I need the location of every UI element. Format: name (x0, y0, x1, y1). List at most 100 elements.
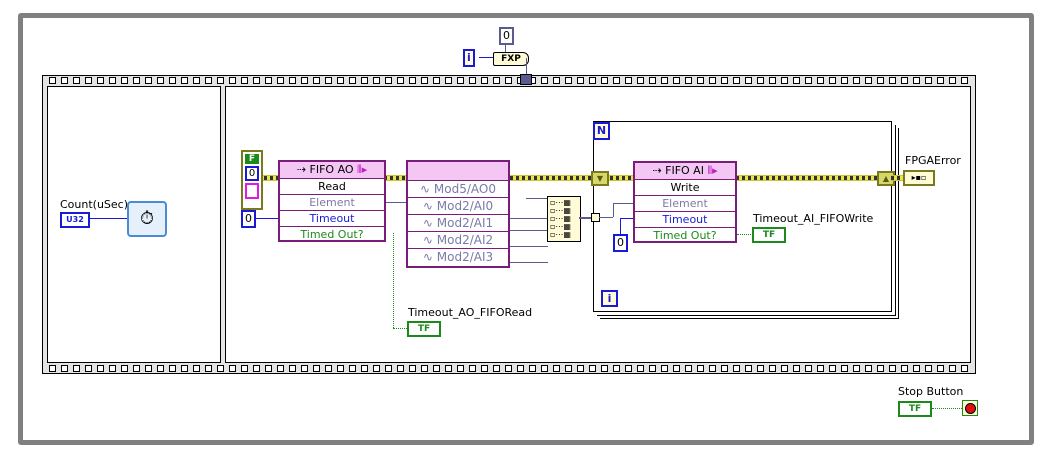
timeout-ao-indicator[interactable]: TF (407, 321, 441, 337)
error-cluster-constant[interactable]: F 0 (241, 150, 263, 210)
count-terminal[interactable]: N (593, 122, 610, 140)
film-hole (661, 365, 668, 372)
film-hole (169, 365, 176, 372)
shift-register-left[interactable]: ▼ (591, 171, 609, 186)
film-hole (673, 365, 680, 372)
while-loop-frame[interactable] (18, 13, 1034, 445)
fifo-ao-method[interactable]: Read (280, 179, 384, 195)
film-hole (397, 365, 404, 372)
film-hole (649, 365, 656, 372)
film-hole (841, 77, 848, 84)
film-hole (697, 365, 704, 372)
iteration-terminal[interactable]: i (463, 49, 475, 67)
wire (526, 198, 548, 199)
timeout-ao-constant[interactable]: 0 (241, 210, 256, 228)
film-hole (457, 365, 464, 372)
film-hole (745, 365, 752, 372)
film-hole (301, 365, 308, 372)
film-hole (433, 365, 440, 372)
film-hole (481, 77, 488, 84)
film-hole (697, 77, 704, 84)
film-hole (421, 77, 428, 84)
film-hole (229, 77, 236, 84)
fifo-ai-header: ⇢ FIFO AI ⫴▸ (635, 163, 735, 180)
film-hole (289, 365, 296, 372)
film-hole (373, 77, 380, 84)
film-hole (409, 77, 416, 84)
film-hole (481, 365, 488, 372)
film-hole (721, 365, 728, 372)
fifo-ai-timed-out[interactable]: Timed Out? (653, 229, 717, 242)
wire (393, 233, 395, 328)
fxp-convert-node[interactable]: FXP (493, 52, 529, 66)
film-hole (913, 365, 920, 372)
stop-button-control[interactable]: TF (898, 401, 932, 417)
error-wire (598, 175, 890, 181)
film-hole (913, 77, 920, 84)
film-hole (61, 77, 68, 84)
film-hole (493, 77, 500, 84)
count-indicator[interactable]: U32 (60, 212, 90, 228)
timeout-ao-label: Timeout_AO_FIFORead (408, 306, 533, 319)
fifo-ai-element[interactable]: Element (635, 196, 735, 212)
film-hole (265, 77, 272, 84)
build-array-node[interactable]: ▫⋯▦▫⋯▦▫⋯▦▫⋯▦▫⋯▦ (547, 196, 581, 242)
film-hole (253, 365, 260, 372)
wire (599, 217, 613, 218)
film-hole (925, 77, 932, 84)
tick-count-icon[interactable]: ⏱ (127, 201, 167, 237)
wire (579, 217, 593, 219)
fifo-ai-timeout[interactable]: Timeout (635, 212, 735, 228)
film-hole (805, 365, 812, 372)
io-node[interactable]: ∿ Mod5/AO0 ∿ Mod2/AI0 ∿ Mod2/AI1 ∿ Mod2/… (406, 160, 510, 268)
io-channel[interactable]: ∿ Mod2/AI0 (408, 198, 508, 215)
io-channel[interactable]: ∿ Mod2/AI2 (408, 232, 508, 249)
film-hole (853, 77, 860, 84)
film-hole (889, 365, 896, 372)
iteration-terminal[interactable]: i (601, 290, 618, 307)
wire (510, 246, 548, 247)
film-hole (157, 365, 164, 372)
fifo-ao-timed-out[interactable]: Timed Out? (300, 228, 364, 241)
film-hole (169, 77, 176, 84)
fpga-error-label: FPGAError (905, 154, 961, 167)
film-hole (337, 365, 344, 372)
fifo-ai-method[interactable]: Write (635, 180, 735, 196)
wire (386, 202, 406, 203)
fpga-error-indicator[interactable]: ▸▪▫ (903, 170, 935, 186)
fifo-ai-node[interactable]: ⇢ FIFO AI ⫴▸ Write Element Timeout Timed… (633, 161, 737, 243)
io-channel[interactable]: ∿ Mod2/AI1 (408, 215, 508, 232)
fifo-ao-element[interactable]: Element (280, 195, 384, 211)
film-hole (385, 365, 392, 372)
film-hole (661, 77, 668, 84)
film-hole (469, 365, 476, 372)
io-channel[interactable]: ∿ Mod5/AO0 (408, 181, 508, 198)
film-hole (85, 77, 92, 84)
film-strip-top (49, 77, 971, 84)
film-hole (565, 77, 572, 84)
fifo-ao-node[interactable]: ⇢ FIFO AO ⫴▸ Read Element Timeout Timed … (278, 160, 386, 242)
timeout-ai-constant[interactable]: 0 (613, 234, 628, 252)
io-channel[interactable]: ∿ Mod2/AI3 (422, 250, 494, 264)
fifo-ao-timeout[interactable]: Timeout (280, 211, 384, 227)
film-hole (277, 77, 284, 84)
film-hole (769, 77, 776, 84)
film-hole (757, 77, 764, 84)
film-hole (853, 365, 860, 372)
wire (737, 234, 753, 236)
film-hole (553, 365, 560, 372)
film-hole (133, 77, 140, 84)
timeout-ai-indicator[interactable]: TF (752, 227, 786, 243)
loop-condition-terminal[interactable] (962, 400, 978, 416)
film-hole (673, 77, 680, 84)
count-label: Count(uSec) (60, 198, 129, 211)
film-hole (637, 365, 644, 372)
film-hole (505, 365, 512, 372)
film-hole (745, 77, 752, 84)
film-hole (241, 365, 248, 372)
film-hole (181, 365, 188, 372)
fxp-constant[interactable]: 0 (499, 27, 514, 45)
film-hole (817, 365, 824, 372)
film-hole (577, 365, 584, 372)
film-hole (313, 77, 320, 84)
